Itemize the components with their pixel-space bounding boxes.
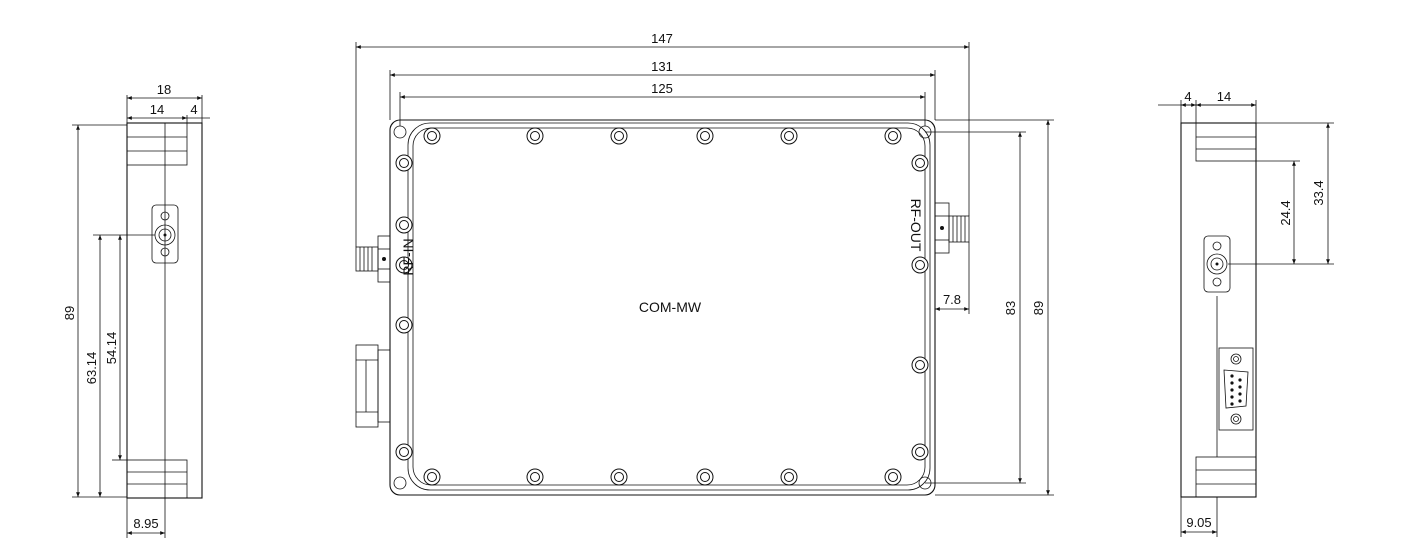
right-view-top-flange (1195, 122, 1257, 162)
d-sub-connector (1218, 347, 1254, 431)
lid-screw-head (700, 472, 710, 482)
lid-screw-head (399, 320, 409, 330)
left-side-view: 18 14 4 89 63.14 54.14 8.95 (62, 82, 210, 538)
dim-right-4: 4 (1184, 89, 1191, 104)
lid-screw-head (614, 131, 624, 141)
dim-main-147: 147 (651, 31, 673, 46)
lid-screw-head (530, 472, 540, 482)
lid-screw-head (614, 472, 624, 482)
dim-left-14: 14 (150, 102, 164, 117)
dim-right-33-4: 33.4 (1311, 180, 1326, 205)
lid-screw-head (915, 360, 925, 370)
lid-screw-head (399, 158, 409, 168)
dc-connector (355, 344, 391, 428)
d-sub-pin (1230, 402, 1234, 406)
lid-screws (395, 127, 929, 486)
d-sub-pin (1238, 392, 1242, 396)
d-sub-pin (1238, 385, 1242, 389)
dim-main-83: 83 (1003, 301, 1018, 315)
dim-main-89: 89 (1031, 301, 1046, 315)
lid-screw-head (427, 131, 437, 141)
d-sub-pin (1238, 378, 1242, 382)
lid-screw-head (784, 472, 794, 482)
dim-right-14: 14 (1217, 89, 1231, 104)
dim-left-8-95: 8.95 (133, 516, 158, 531)
lid-screw-head (915, 260, 925, 270)
right-view-bottom-flange (1195, 456, 1257, 498)
main-view-dimensions: 147 131 125 83 89 7.8 (355, 31, 1054, 496)
lid-screw-head (530, 131, 540, 141)
lid-screw-head (784, 131, 794, 141)
dim-left-89: 89 (62, 306, 77, 320)
d-sub-pin (1230, 374, 1234, 378)
dim-main-131: 131 (651, 59, 673, 74)
lid-screw-head (399, 260, 409, 270)
right-side-view: 4 14 24.4 33.4 9.05 (1158, 89, 1334, 537)
lid-screw-head (915, 447, 925, 457)
lid-screw-head (399, 220, 409, 230)
d-sub-pin (1230, 381, 1234, 385)
lid-screw-head (427, 472, 437, 482)
d-sub-pin (1230, 388, 1234, 392)
rf-out-connector (934, 202, 970, 254)
lid-screw-head (700, 131, 710, 141)
d-sub-pin (1230, 395, 1234, 399)
lid-screw-head (888, 131, 898, 141)
left-view-dimensions: 18 14 4 89 63.14 54.14 8.95 (62, 82, 210, 538)
left-view-body (126, 122, 203, 499)
lid-screw-head (888, 472, 898, 482)
left-view-rf-connector (151, 204, 179, 264)
rf-out-label: RF-OUT (908, 199, 924, 252)
dim-left-63-14: 63.14 (84, 352, 99, 385)
right-view-body (1180, 122, 1257, 498)
right-view-dimensions: 4 14 24.4 33.4 9.05 (1158, 89, 1334, 537)
dim-right-24-4: 24.4 (1278, 200, 1293, 225)
left-view-top-flange (126, 122, 188, 166)
dim-main-7-8: 7.8 (943, 292, 961, 307)
product-label: COM-MW (639, 299, 702, 315)
dim-left-4: 4 (190, 102, 197, 117)
dim-main-125: 125 (651, 81, 673, 96)
main-top-view: COM-MW RF-IN RF-OUT (355, 31, 1054, 496)
rf-in-connector (355, 235, 391, 283)
dim-left-18: 18 (157, 82, 171, 97)
left-view-bottom-flange (126, 459, 188, 499)
dim-left-54-14: 54.14 (104, 332, 119, 365)
lid-screw-head (399, 447, 409, 457)
mount-hole (393, 476, 407, 490)
main-lid-outline (407, 122, 931, 491)
lid-screw-head (915, 158, 925, 168)
dim-right-9-05: 9.05 (1186, 515, 1211, 530)
d-sub-pin (1238, 399, 1242, 403)
rf-in-label: RF-IN (400, 238, 416, 275)
